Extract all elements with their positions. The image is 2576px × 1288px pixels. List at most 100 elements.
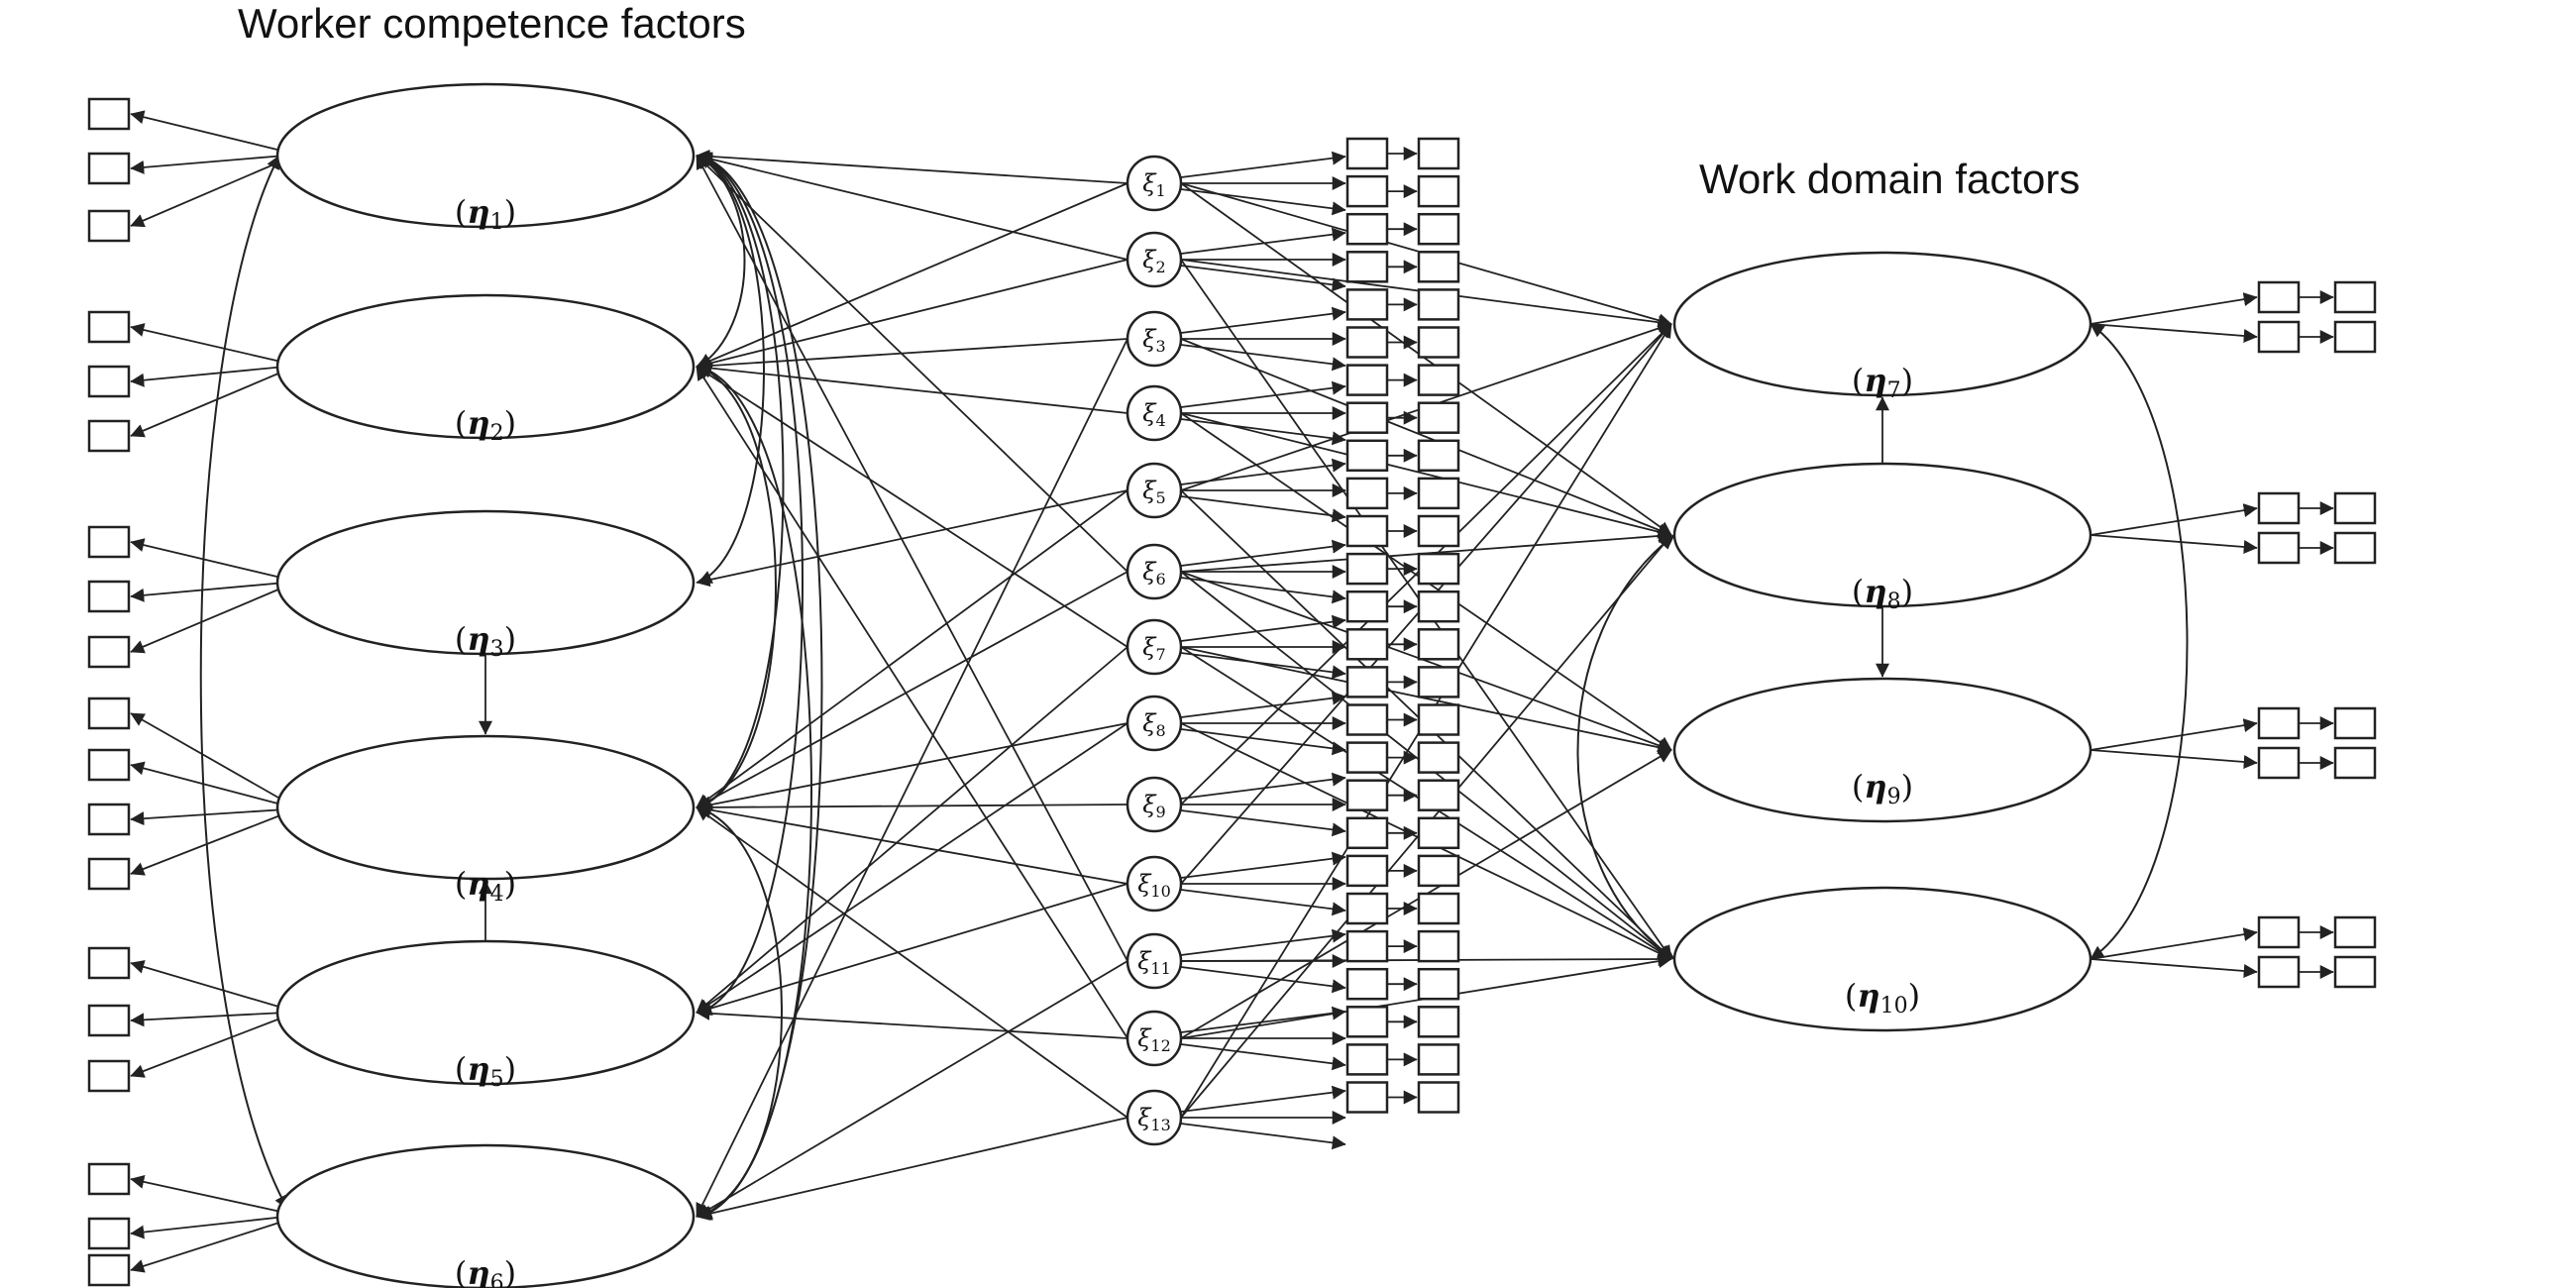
indicator-box	[1345, 628, 1389, 661]
worker-latent-eta1: (η1)	[275, 82, 696, 235]
indicator-box	[1417, 212, 1460, 246]
model-nodes: (η1)(η2)(η3)(η4)(η5)(η6)(η7)(η8)(η9)(η10…	[87, 82, 2377, 1288]
indicator-box	[1417, 929, 1460, 963]
latent-ellipse	[275, 1143, 696, 1288]
indicator-box	[87, 1217, 131, 1250]
xi-indicator-path	[1180, 1043, 1346, 1071]
indicator-box	[1345, 174, 1389, 208]
path-xi-to-eta	[696, 722, 1128, 1014]
xi-circle	[1126, 932, 1183, 990]
xi-circle	[1126, 155, 1183, 212]
indicator-box	[1345, 590, 1389, 623]
latent-ellipse	[275, 509, 696, 656]
correlation-arc	[698, 152, 804, 1017]
path-xi-to-eta	[696, 571, 1128, 808]
latent-ellipse	[275, 939, 696, 1086]
indicator-box	[2333, 491, 2377, 525]
indicator-box	[87, 1253, 131, 1287]
indicator-box	[1417, 892, 1460, 925]
xi-circle	[1126, 1010, 1183, 1067]
path-xi-to-eta	[1180, 412, 1672, 539]
indicator-path	[130, 1174, 286, 1214]
indicator-box	[1417, 326, 1460, 359]
latent-ellipse	[275, 293, 696, 440]
latent-symbol: (η7)	[1852, 362, 1913, 403]
path-xi-to-eta	[696, 361, 1128, 414]
indicator-box	[1345, 854, 1389, 888]
xi-indicator-path	[1180, 728, 1346, 756]
worker-latent-eta3: (η3)	[275, 509, 696, 662]
path-xi-to-eta	[696, 883, 1128, 1016]
correlation-arc	[698, 805, 783, 1220]
indicator-box	[2333, 706, 2377, 740]
indicator-box	[1417, 816, 1460, 850]
correlation-arc	[698, 155, 746, 368]
indicator-path	[130, 761, 286, 806]
path-xi-to-eta	[696, 960, 1128, 1218]
xi-circle	[1126, 462, 1183, 519]
indicator-box	[1417, 401, 1460, 434]
xi-label: ξ6	[1142, 558, 1165, 589]
indicator-box	[1345, 288, 1389, 321]
indicator-box	[1417, 439, 1460, 473]
indicator-box	[87, 365, 131, 398]
latent-symbol: (η1)	[455, 193, 516, 235]
worker-latent-eta2: (η2)	[275, 293, 696, 446]
path-xi-to-eta	[696, 155, 1128, 573]
indicator-box	[2257, 280, 2301, 314]
worker-competence-title: Worker competence factors	[238, 0, 746, 47]
xi-circle	[1126, 618, 1183, 676]
path-xi-to-eta	[696, 149, 1128, 184]
indicator-box	[87, 1162, 131, 1196]
indicator-box	[1345, 1081, 1389, 1114]
xi-indicator-path	[1180, 851, 1346, 879]
indicator-box	[2257, 955, 2301, 989]
indicator-box	[87, 946, 131, 980]
latent-ellipse	[1672, 462, 2093, 608]
indicator-box	[87, 803, 131, 836]
path-xi-to-eta	[696, 338, 1128, 374]
indicator-path	[130, 812, 286, 876]
path-xi-to-eta	[696, 152, 1128, 261]
xi-label: ξ1	[1142, 169, 1165, 200]
indicator-box	[1417, 288, 1460, 321]
correlation-arc	[698, 365, 777, 809]
path-xi-to-eta	[696, 366, 1128, 648]
indicator-path	[130, 1012, 286, 1027]
xi-circle	[1126, 776, 1183, 833]
work-domain-title: Work domain factors	[1699, 156, 2080, 202]
correlation-arc	[1576, 534, 1675, 960]
domain-latent-eta10: (η10)	[1672, 886, 2093, 1032]
indicator-path	[130, 1016, 286, 1078]
exogenous-xi13: ξ13	[1126, 1089, 1183, 1146]
indicator-path	[130, 1216, 286, 1239]
correlation-arc	[2090, 323, 2189, 960]
indicator-box	[1345, 439, 1389, 473]
indicator-path	[130, 808, 286, 826]
correlation-arc	[698, 363, 812, 1221]
latent-ellipse	[1672, 677, 2093, 823]
indicator-box	[87, 419, 131, 453]
xi-indicator-path	[1180, 265, 1346, 292]
indicator-box	[1417, 779, 1460, 811]
path-xi-to-eta	[696, 182, 1128, 369]
indicator-box	[1417, 552, 1460, 586]
indicator-box	[1345, 929, 1389, 963]
indicator-path	[130, 582, 286, 602]
exogenous-xi9: ξ9	[1126, 776, 1183, 833]
indicator-box	[1417, 1081, 1460, 1114]
indicator-box	[2333, 955, 2377, 989]
path-xi-to-eta	[696, 366, 1128, 1039]
latent-symbol: (η3)	[455, 620, 516, 662]
indicator-box	[2257, 531, 2301, 565]
xi-label: ξ13	[1137, 1104, 1171, 1134]
indicator-box	[1345, 477, 1389, 510]
indicator-path	[130, 155, 286, 174]
path-xi-to-eta	[696, 489, 1128, 808]
exogenous-xi8: ξ8	[1126, 695, 1183, 752]
correlation-arc	[199, 155, 288, 1210]
indicator-path	[130, 712, 286, 803]
xi-indicator-path	[1180, 306, 1346, 334]
indicator-box	[1417, 666, 1460, 698]
indicator-box	[1345, 326, 1389, 359]
